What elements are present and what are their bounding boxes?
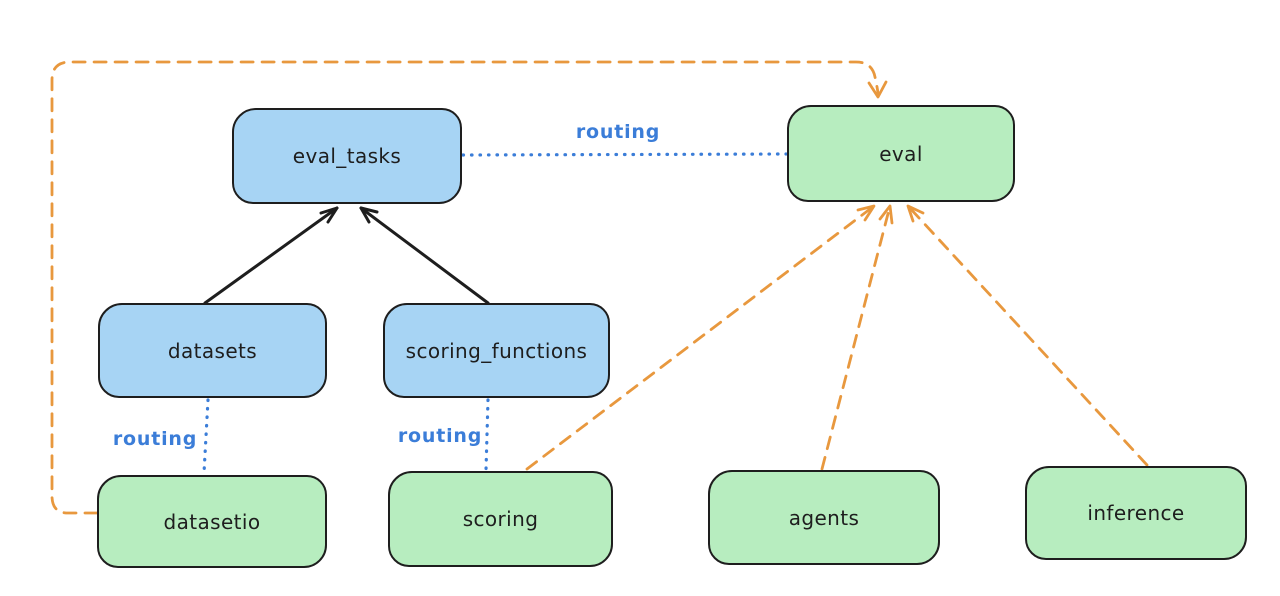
edge-datasetio-eval-arrowhead bbox=[867, 80, 888, 99]
node-inference-label: inference bbox=[1087, 501, 1185, 525]
node-eval: eval bbox=[787, 105, 1015, 202]
edge-scoring-functions-scoring bbox=[484, 398, 490, 472]
edge-scoring-functions-eval-tasks bbox=[359, 206, 490, 305]
node-scoring-functions-label: scoring_functions bbox=[405, 338, 588, 363]
node-eval-label: eval bbox=[879, 141, 923, 166]
node-eval-tasks-label: eval_tasks bbox=[292, 144, 402, 168]
edge-label-routing-scoring-functions-scoring: routing bbox=[397, 425, 483, 447]
edge-scoring-eval-arrowhead bbox=[856, 204, 876, 222]
node-datasetio: datasetio bbox=[97, 475, 327, 568]
edge-label-routing-eval-tasks-eval: routing bbox=[575, 121, 661, 143]
edge-eval-tasks-eval bbox=[461, 152, 788, 157]
edge-datasetio-eval-loop bbox=[50, 60, 880, 515]
edge-scoring-eval bbox=[525, 204, 876, 471]
edge-label-routing-datasets-datasetio: routing bbox=[112, 428, 198, 450]
node-scoring-label: scoring bbox=[462, 507, 539, 531]
edge-agents-eval-arrowhead bbox=[878, 204, 894, 225]
edge-datasets-eval-tasks bbox=[203, 206, 339, 305]
edge-scoring-functions-eval-tasks-arrowhead bbox=[359, 206, 379, 224]
edge-datasets-eval-tasks-arrowhead bbox=[319, 206, 339, 224]
edge-datasets-datasetio bbox=[202, 398, 210, 475]
node-scoring: scoring bbox=[388, 471, 613, 567]
node-datasets: datasets bbox=[98, 303, 327, 398]
edge-inference-eval bbox=[906, 204, 1149, 467]
node-datasetio-label: datasetio bbox=[163, 509, 261, 534]
node-scoring-functions: scoring_functions bbox=[383, 303, 610, 398]
node-datasets-label: datasets bbox=[167, 338, 258, 363]
node-inference: inference bbox=[1025, 466, 1247, 560]
edge-inference-eval-arrowhead bbox=[906, 204, 925, 223]
node-agents: agents bbox=[708, 470, 940, 565]
edge-agents-eval bbox=[820, 204, 892, 471]
node-eval-tasks: eval_tasks bbox=[232, 108, 462, 204]
node-agents-label: agents bbox=[788, 505, 860, 530]
